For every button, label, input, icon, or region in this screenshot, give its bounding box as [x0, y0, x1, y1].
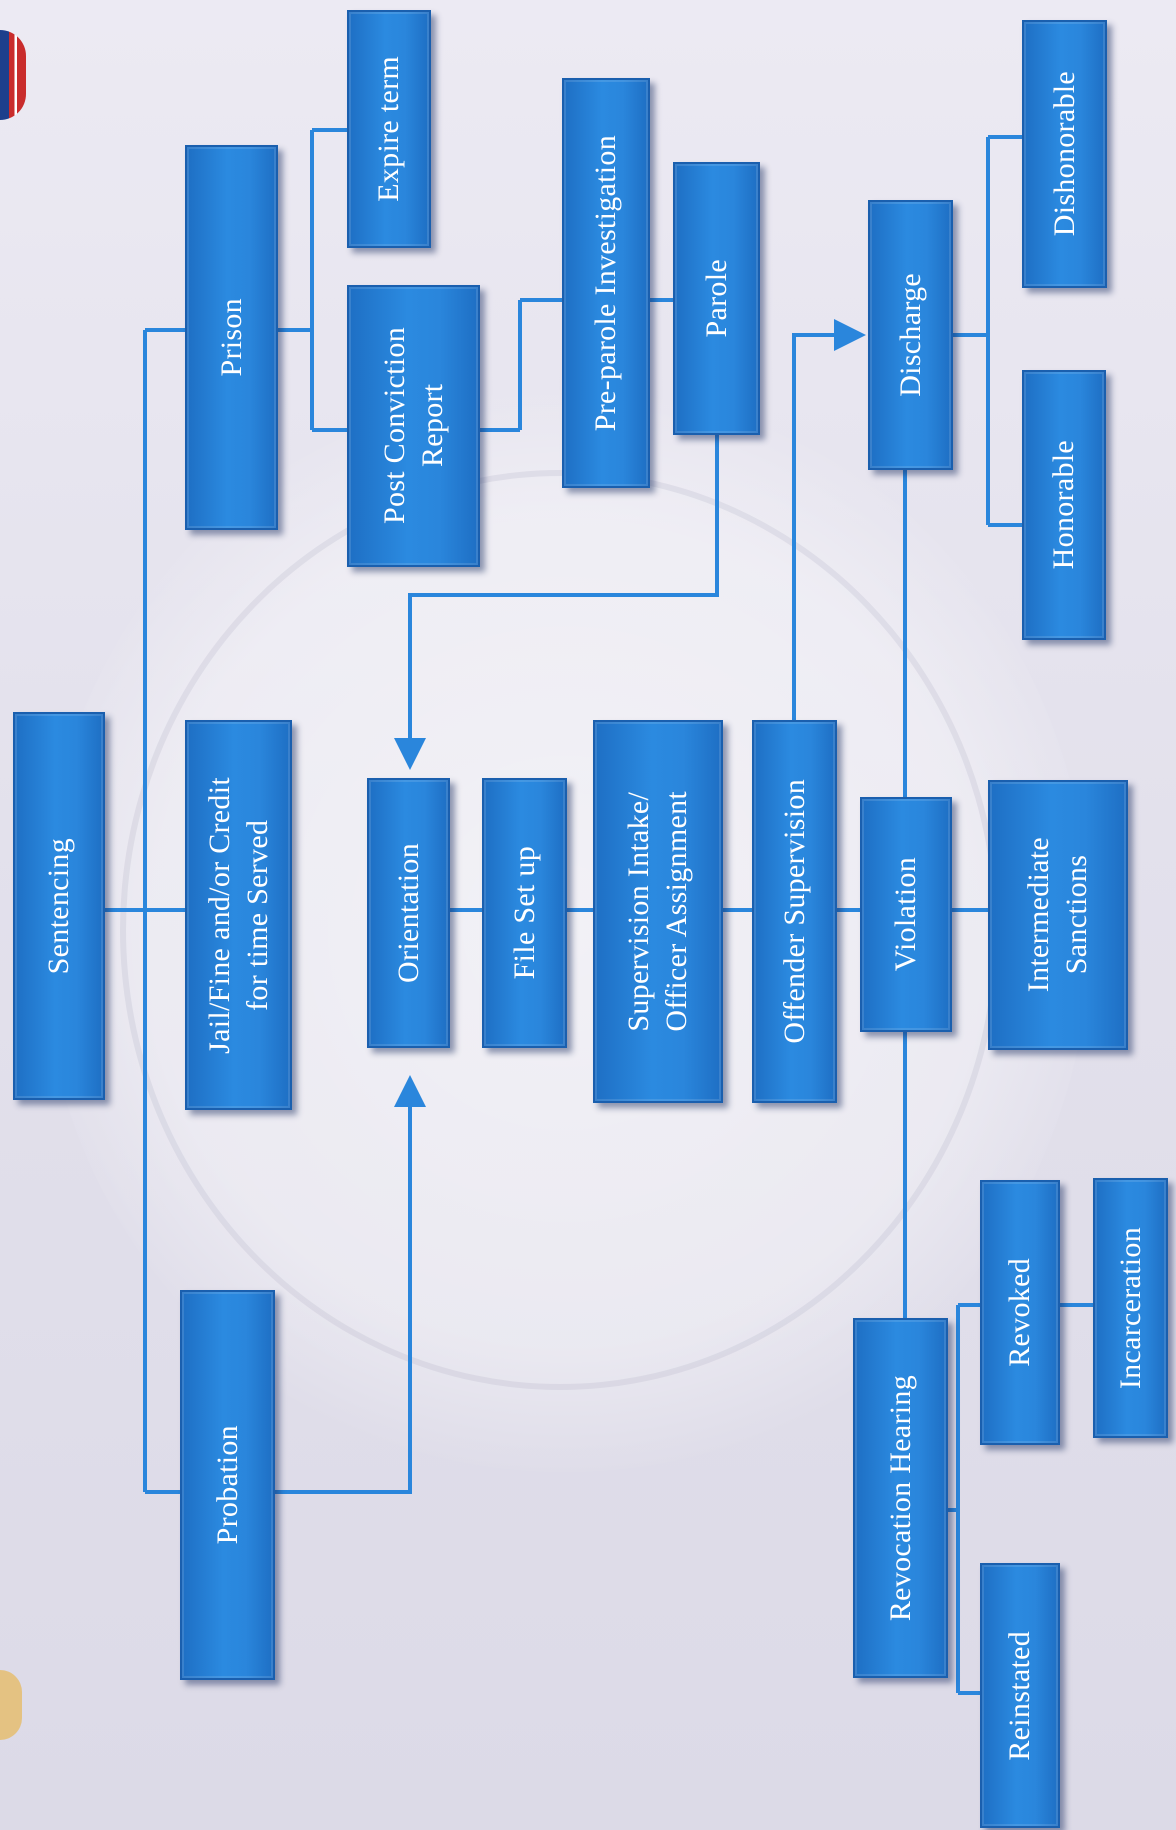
node-incarceration: Incarceration — [1093, 1178, 1168, 1438]
node-label: Intermediate Sanctions — [1022, 837, 1093, 993]
node-label: Offender Supervision — [777, 779, 811, 1044]
node-violation: Violation — [860, 797, 952, 1032]
node-file-setup: File Set up — [482, 778, 567, 1048]
node-label: Incarceration — [1113, 1226, 1147, 1390]
node-dishonorable: Dishonorable — [1022, 20, 1107, 288]
node-post-conviction: Post Conviction Report — [347, 285, 480, 567]
node-discharge: Discharge — [868, 200, 953, 470]
node-honorable: Honorable — [1022, 370, 1106, 640]
node-orientation: Orientation — [367, 778, 450, 1048]
node-label: Reinstated — [1003, 1630, 1036, 1761]
node-label: Probation — [210, 1425, 244, 1545]
node-label: Revoked — [1003, 1258, 1036, 1367]
node-label: Revocation Hearing — [883, 1374, 917, 1622]
node-offender-supervision: Offender Supervision — [752, 720, 837, 1103]
node-label: Orientation — [391, 843, 425, 983]
node-label: Sentencing — [42, 837, 75, 975]
flag-emblem-icon — [0, 30, 26, 120]
node-label: Pre-parole Investigation — [589, 134, 622, 432]
node-label: Dishonorable — [1047, 71, 1081, 237]
node-label: Honorable — [1047, 440, 1080, 570]
node-label: Expire term — [372, 56, 405, 202]
node-label: File Set up — [507, 846, 541, 980]
node-revoked: Revoked — [980, 1180, 1060, 1445]
connector-probation-orientation — [275, 1075, 426, 1494]
node-parole: Parole — [673, 162, 760, 435]
node-jail: Jail/Fine and/or Credit for time Served — [185, 720, 292, 1110]
node-prison: Prison — [185, 145, 278, 530]
node-probation: Probation — [180, 1290, 275, 1680]
node-label: Supervision Intake/ Officer Assignment — [622, 791, 693, 1032]
node-label: Violation — [889, 857, 922, 972]
connector-supervision-discharge — [792, 319, 866, 720]
node-label: Prison — [214, 298, 248, 377]
badge-emblem-icon — [0, 1670, 22, 1740]
node-sentencing: Sentencing — [13, 712, 105, 1100]
node-supervision-intake: Supervision Intake/ Officer Assignment — [593, 720, 723, 1103]
node-label: Parole — [699, 259, 733, 338]
node-revocation-hearing: Revocation Hearing — [853, 1318, 948, 1678]
node-intermediate-sanctions: Intermediate Sanctions — [988, 780, 1128, 1050]
node-label: Discharge — [893, 273, 927, 397]
connector-parole-orientation — [394, 435, 719, 770]
node-reinstated: Reinstated — [980, 1563, 1060, 1828]
node-label: Jail/Fine and/or Credit for time Served — [202, 776, 274, 1054]
node-pre-parole: Pre-parole Investigation — [562, 78, 650, 488]
node-expire-term: Expire term — [347, 10, 431, 248]
node-label: Post Conviction Report — [377, 327, 449, 525]
